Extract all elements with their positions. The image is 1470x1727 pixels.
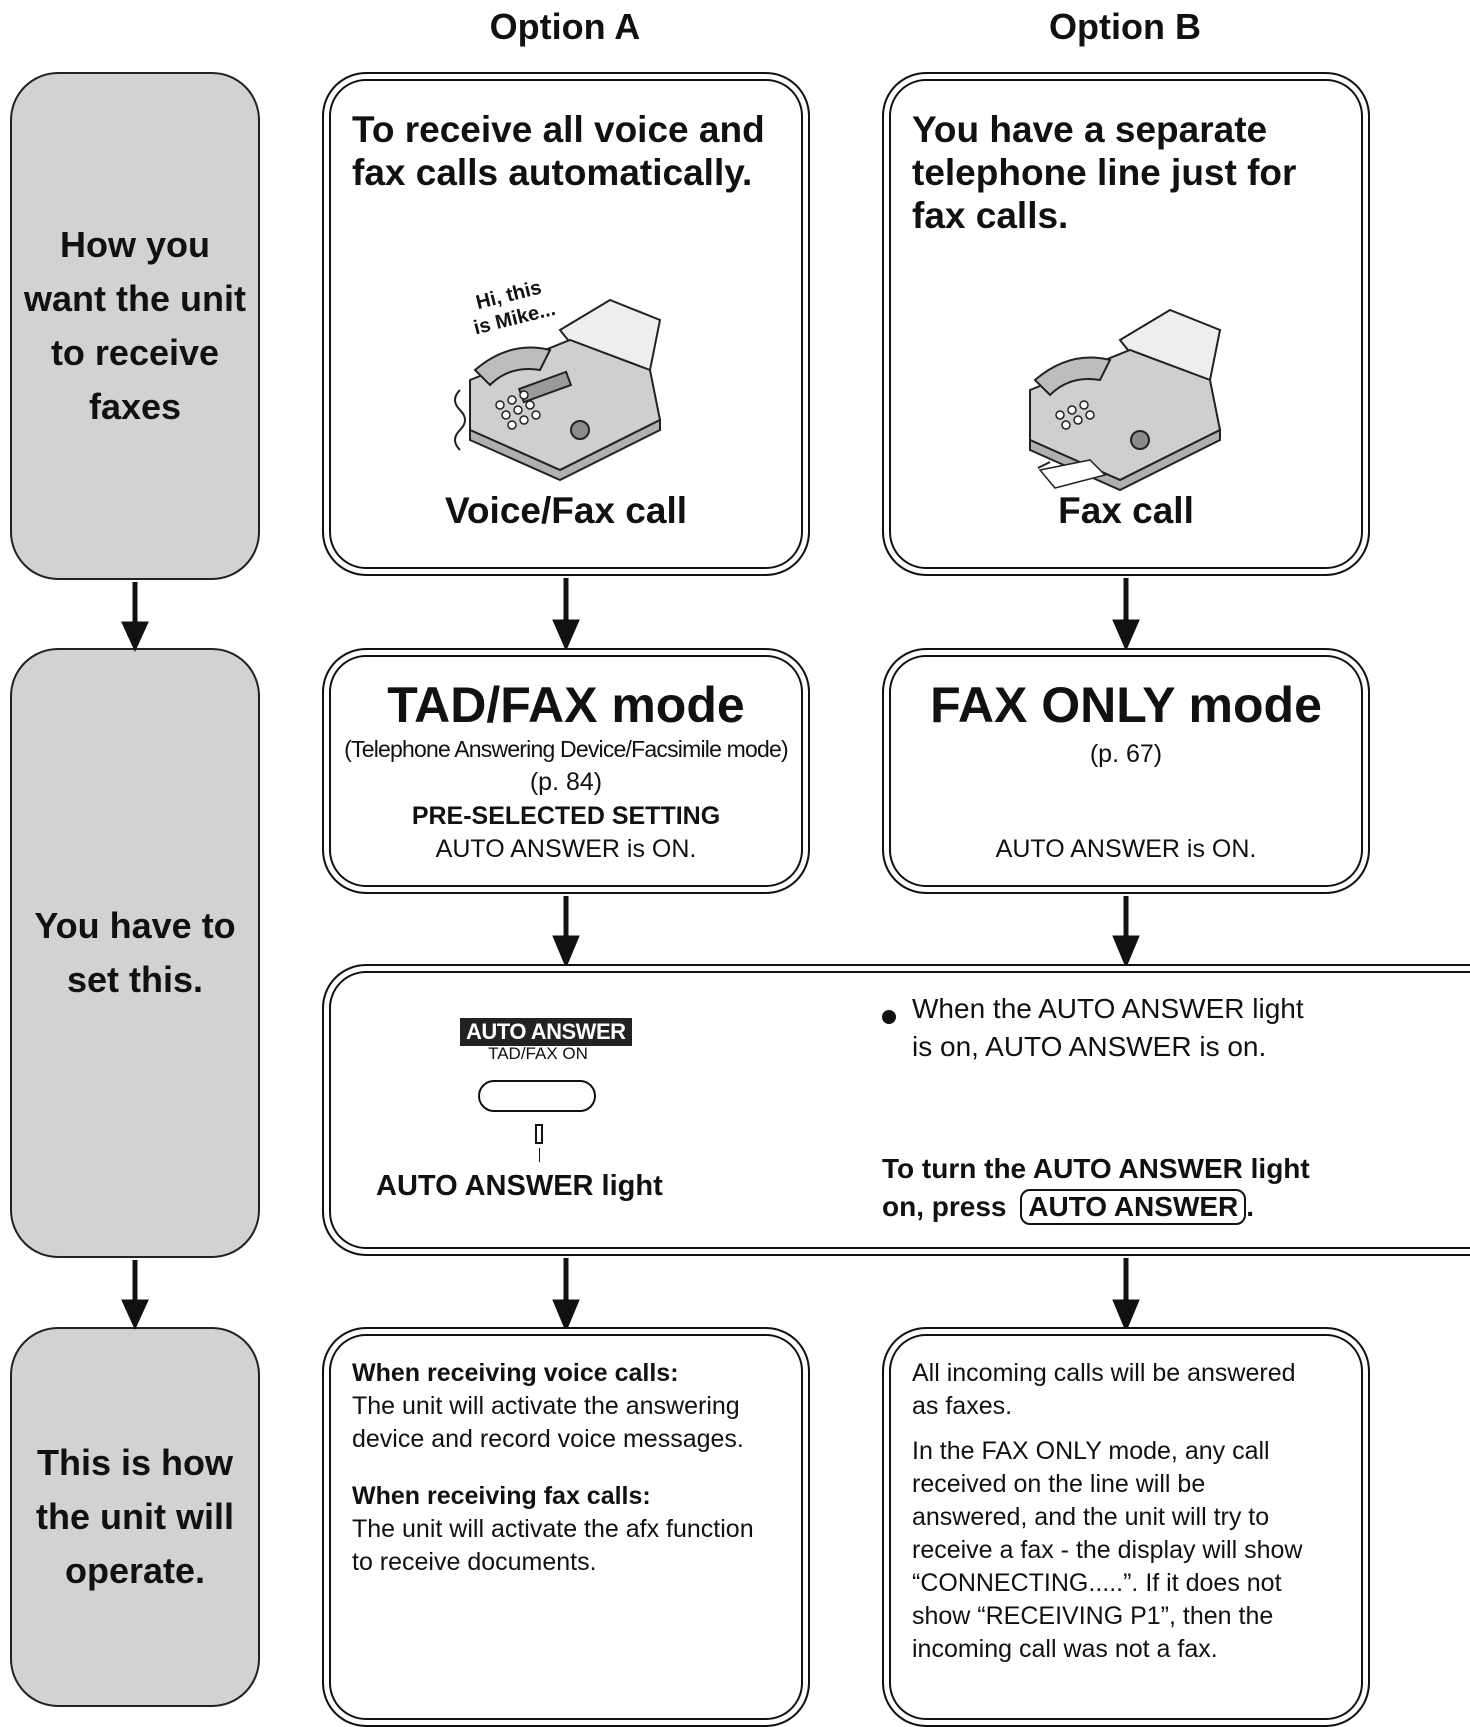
fax-machine-icon bbox=[1029, 308, 1222, 492]
option-b-question: You have a separate telephone line just … bbox=[912, 109, 1297, 236]
auto-answer-key[interactable]: AUTO ANSWER bbox=[1020, 1189, 1247, 1225]
option-a-operate-box bbox=[322, 1327, 810, 1727]
option-a-call-type: Voice/Fax call bbox=[445, 490, 687, 531]
auto-answer-bullet: When the AUTO ANSWER light is on, AUTO A… bbox=[912, 993, 1304, 1062]
auto-answer-button[interactable] bbox=[478, 1080, 596, 1112]
fax-machine-icon bbox=[454, 298, 662, 482]
option-b-operate-box bbox=[882, 1327, 1370, 1727]
arrowhead-b-2 bbox=[1112, 935, 1140, 969]
arrowhead-a-3 bbox=[552, 1299, 580, 1333]
auto-answer-button-label: AUTO ANSWER bbox=[460, 1018, 632, 1046]
auto-answer-light-caption: AUTO ANSWER light bbox=[376, 1170, 663, 1202]
arrowhead-b-3 bbox=[1112, 1299, 1140, 1333]
side-label-operate: This is how the unit will operate. bbox=[36, 1442, 234, 1591]
option-a-preselected: PRE-SELECTED SETTING bbox=[411, 802, 721, 830]
instruction-suffix: . bbox=[1246, 1191, 1255, 1222]
option-a-question-box bbox=[322, 72, 810, 576]
option-a-auto-answer-state: AUTO ANSWER is ON. bbox=[435, 835, 697, 863]
bullet-dot bbox=[882, 1010, 896, 1024]
option-b-mode-title: FAX ONLY mode bbox=[930, 677, 1322, 733]
auto-answer-light-icon bbox=[535, 1124, 543, 1144]
option-b-operate-p2: In the FAX ONLY mode, any call received … bbox=[912, 1437, 1303, 1663]
option-b-mode-page: (p. 67) bbox=[1089, 740, 1163, 768]
arrowhead-a-2 bbox=[552, 935, 580, 969]
side-box-operate: This is how the unit will operate. bbox=[10, 1327, 260, 1707]
option-a-mode-subtitle: (Telephone Answering Device/Facsimile mo… bbox=[344, 736, 789, 762]
option-b-call-type: Fax call bbox=[1058, 490, 1194, 531]
side-box-set: You have to set this. bbox=[10, 648, 260, 1258]
voice-calls-heading: When receiving voice calls: bbox=[352, 1359, 679, 1387]
arrowhead-a-1 bbox=[552, 619, 580, 652]
fax-calls-body: The unit will activate the afx function … bbox=[352, 1515, 754, 1576]
side-box-receive: How you want the unit to receive faxes bbox=[10, 72, 260, 580]
side-label-receive: How you want the unit to receive faxes bbox=[24, 224, 246, 427]
option-a-mode-page: (p. 84) bbox=[529, 768, 603, 796]
auto-answer-instruction: To turn the AUTO ANSWER light on, press … bbox=[882, 1150, 1310, 1226]
auto-answer-light-leader bbox=[539, 1148, 540, 1162]
option-b-mode-box bbox=[882, 648, 1370, 894]
option-a-mode-box bbox=[322, 648, 810, 894]
option-b-question-box bbox=[882, 72, 1370, 576]
option-a-mode-title: TAD/FAX mode bbox=[387, 677, 745, 733]
header-option-a: Option A bbox=[489, 6, 641, 47]
auto-answer-button-sublabel: TAD/FAX ON bbox=[488, 1044, 588, 1063]
arrowhead-side-2 bbox=[121, 1299, 149, 1331]
voice-calls-body: The unit will activate the answering dev… bbox=[352, 1392, 744, 1453]
option-a-question: To receive all voice and fax calls autom… bbox=[352, 109, 765, 193]
option-a-operate-text: When receiving voice calls: The unit wil… bbox=[352, 1357, 792, 1579]
side-label-set: You have to set this. bbox=[34, 905, 236, 1000]
arrowhead-b-1 bbox=[1112, 619, 1140, 652]
fax-calls-heading: When receiving fax calls: bbox=[352, 1482, 651, 1510]
option-b-operate-p1: All incoming calls will be answered as f… bbox=[912, 1359, 1296, 1420]
option-b-auto-answer-state: AUTO ANSWER is ON. bbox=[995, 835, 1257, 863]
arrowhead-side-1 bbox=[121, 621, 149, 653]
instruction-prefix: To turn the AUTO ANSWER light on, press bbox=[882, 1153, 1310, 1222]
header-option-b: Option B bbox=[1049, 6, 1201, 47]
option-b-operate-text: All incoming calls will be answered as f… bbox=[912, 1357, 1352, 1666]
